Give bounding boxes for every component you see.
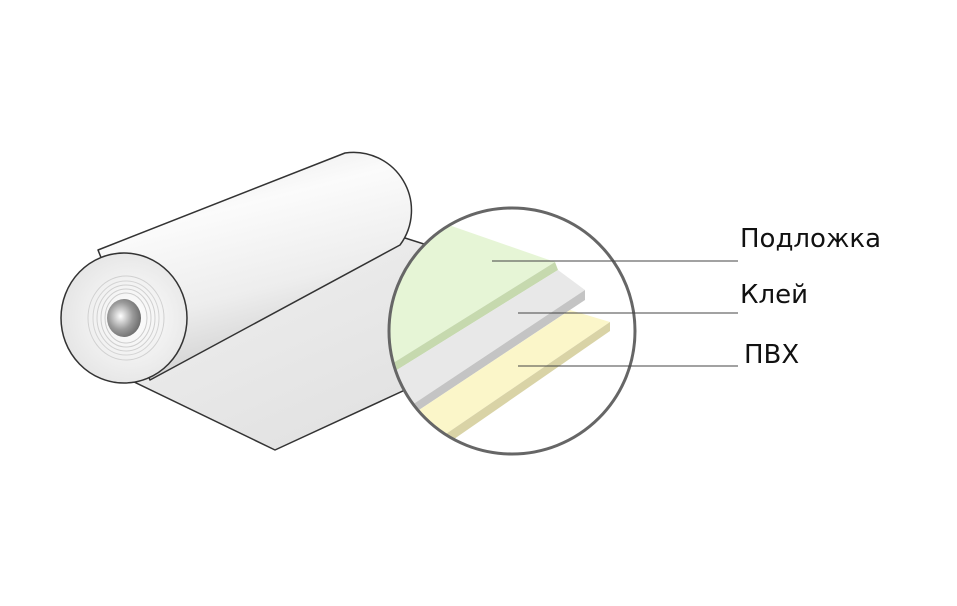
label-adhesive: Клей: [740, 280, 808, 310]
label-substrate: Подложка: [740, 224, 882, 254]
magnifier-circle: [387, 206, 637, 456]
layer-substrate-edge: [390, 262, 558, 373]
layer-adhesive-edge: [412, 290, 585, 412]
layer-adhesive-sheet: [392, 270, 585, 405]
roll-core: [107, 299, 141, 337]
label-pvc: ПВХ: [744, 340, 800, 370]
layer-pvc-edge: [440, 322, 610, 446]
layer-pvc-sheet: [416, 310, 610, 438]
layer-substrate-sheet: [389, 215, 555, 365]
film-roll-icon: [60, 252, 188, 384]
